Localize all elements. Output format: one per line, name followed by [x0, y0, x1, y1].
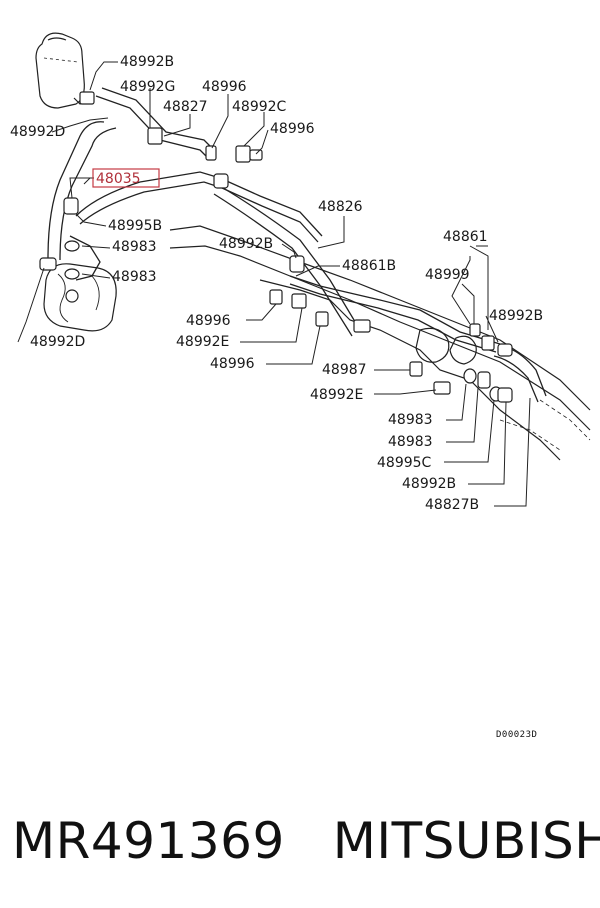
- clamp-bracket: [291, 293, 307, 309]
- leader-lines: [17, 61, 531, 507]
- clamp-bracket: [353, 319, 371, 333]
- callout-48992e: 48992E: [310, 387, 363, 403]
- callout-48992b: 48992B: [219, 236, 273, 252]
- callout-48992e: 48992E: [176, 334, 229, 350]
- hose-lines: [47, 87, 547, 403]
- hose-clamp: [39, 257, 57, 271]
- footer: MR491369 MITSUBISHI: [12, 806, 600, 876]
- bolt: [409, 361, 423, 377]
- bolt: [205, 145, 217, 161]
- hose-clamp: [497, 343, 513, 357]
- callout-48987: 48987: [322, 362, 367, 378]
- callout-48983: 48983: [388, 412, 433, 428]
- callout-48996: 48996: [270, 121, 315, 137]
- callout-48992d: 48992D: [30, 334, 85, 350]
- steering-gear: [169, 225, 591, 461]
- callout-48992b: 48992B: [120, 54, 174, 70]
- diagram-code: D00023D: [496, 730, 537, 740]
- union-bolt: [477, 371, 491, 389]
- gasket: [64, 240, 80, 252]
- clamp-bracket: [235, 145, 251, 163]
- callout-48996: 48996: [186, 313, 231, 329]
- hose-clamp: [289, 255, 305, 273]
- callout-48995c: 48995C: [377, 455, 432, 471]
- callout-48826: 48826: [318, 199, 363, 215]
- callout-48996: 48996: [210, 356, 255, 372]
- part-highlight-box: [92, 168, 160, 188]
- callout-48827: 48827: [163, 99, 208, 115]
- callout-48861b: 48861B: [342, 258, 396, 274]
- callout-48035: 48035: [96, 171, 141, 187]
- union-bolt: [481, 335, 495, 351]
- bolt: [315, 311, 329, 327]
- bolt: [269, 289, 283, 305]
- callout-48992c: 48992C: [232, 99, 287, 115]
- fittings: [39, 91, 513, 403]
- parts-diagram: 48992B 48992G 48996 48827 48992C 48992D 48996 4…: [10, 32, 591, 740]
- gasket: [463, 368, 477, 384]
- callout-48992b: 48992B: [402, 476, 456, 492]
- hose-clamp: [497, 387, 513, 403]
- hose-clamp: [147, 127, 163, 145]
- callout-48861: 48861: [443, 229, 488, 245]
- callout-48827b: 48827B: [425, 497, 479, 513]
- bolt: [249, 149, 263, 161]
- callout-48995b: 48995B: [108, 218, 162, 234]
- clamp-bracket: [433, 381, 451, 395]
- callout-labels: 48992B 48992G 48996 48827 48992C 48992D 48996 4…: [10, 54, 543, 513]
- callout-48983: 48983: [388, 434, 433, 450]
- gasket: [64, 268, 80, 280]
- union-bolt: [63, 197, 79, 215]
- o-ring: [469, 323, 481, 337]
- hose-clamp: [79, 91, 95, 105]
- callout-48983: 48983: [112, 239, 157, 255]
- callout-48992g: 48992G: [120, 79, 175, 95]
- callout-48999: 48999: [425, 267, 470, 283]
- callout-48996: 48996: [202, 79, 247, 95]
- hose-clamp: [213, 173, 229, 189]
- steering-pump: [43, 263, 117, 332]
- brand-name: MITSUBISHI: [332, 812, 600, 870]
- callout-48983: 48983: [112, 269, 157, 285]
- callout-48992d: 48992D: [10, 124, 65, 140]
- part-number: MR491369: [12, 812, 285, 870]
- callout-48992b: 48992B: [489, 308, 543, 324]
